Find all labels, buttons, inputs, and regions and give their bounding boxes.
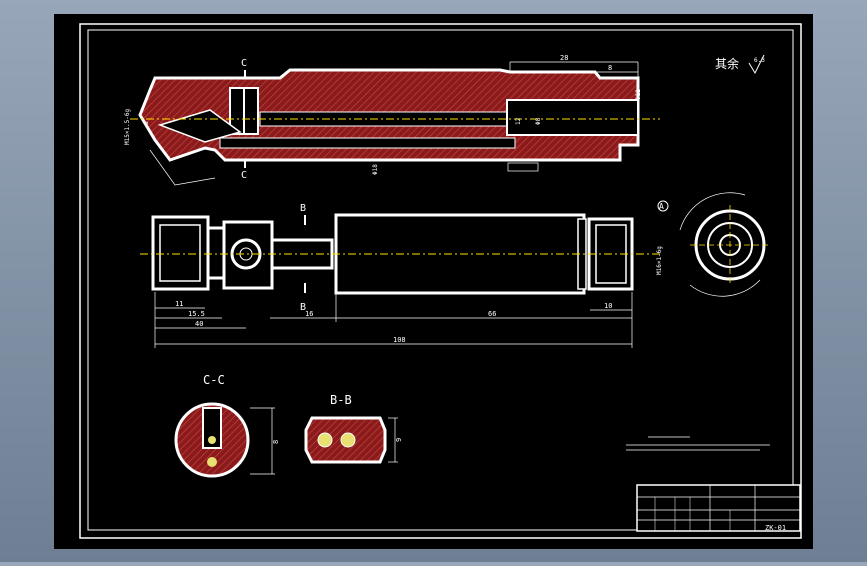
roughness-symbol <box>748 54 765 75</box>
drawing-code: ZK-01 <box>765 524 786 532</box>
dim-d8: Φ8 <box>535 117 542 125</box>
dim-40: 40 <box>195 320 203 328</box>
cut-label-b-top: B <box>300 203 306 214</box>
dim-thread-left: M15×1.5-6g <box>124 108 131 145</box>
dim-thread-right: M16×1-6g <box>656 246 663 275</box>
top-section-view: 28 8 M15×1.5-6g Φ8 Φ12 Φ18 12 8 C C <box>124 54 660 186</box>
end-view <box>679 192 770 297</box>
dim-108: 108 <box>393 336 406 344</box>
dim-bb-height: 9 <box>395 438 403 442</box>
section-bb-title: B-B <box>330 393 352 407</box>
title-block: ZK-01 <box>636 484 801 532</box>
dim-66: 66 <box>488 310 496 318</box>
section-cc: C-C 8 <box>174 373 280 478</box>
cut-label-c-bottom: C <box>241 170 247 181</box>
dim-small-12: 12 <box>515 117 522 125</box>
dim-d12: Φ12 <box>635 89 642 100</box>
dim-15-5: 15.5 <box>188 310 205 318</box>
dim-11: 11 <box>175 300 183 308</box>
dim-28: 28 <box>560 54 568 62</box>
dim-d18: Φ18 <box>372 164 379 175</box>
tolerance-frame <box>507 162 539 172</box>
dim-8: 8 <box>608 64 612 72</box>
cut-label-b-bottom: B <box>300 302 306 313</box>
technical-notes <box>626 436 770 451</box>
cut-label-c-top: C <box>241 58 247 69</box>
counter-bore <box>506 99 639 136</box>
dim-cc-height: 8 <box>272 440 280 444</box>
roughness-note: 其余 <box>715 56 739 71</box>
inner-frame <box>79 23 802 539</box>
angled-port <box>157 109 242 143</box>
roughness-value: 6.3 <box>754 57 765 64</box>
datum-label: A <box>659 202 664 211</box>
drawing-frame <box>87 29 794 531</box>
dim-small-8: 8 <box>143 121 150 125</box>
dim-16: 16 <box>305 310 313 318</box>
dim-10: 10 <box>604 302 612 310</box>
section-cc-title: C-C <box>203 373 225 387</box>
lower-channel <box>219 137 516 149</box>
middle-front-view: B B A M16×1-6g 11 15.5 40 16 66 10 108 <box>140 200 669 348</box>
section-bb: B-B 9 <box>304 393 403 464</box>
